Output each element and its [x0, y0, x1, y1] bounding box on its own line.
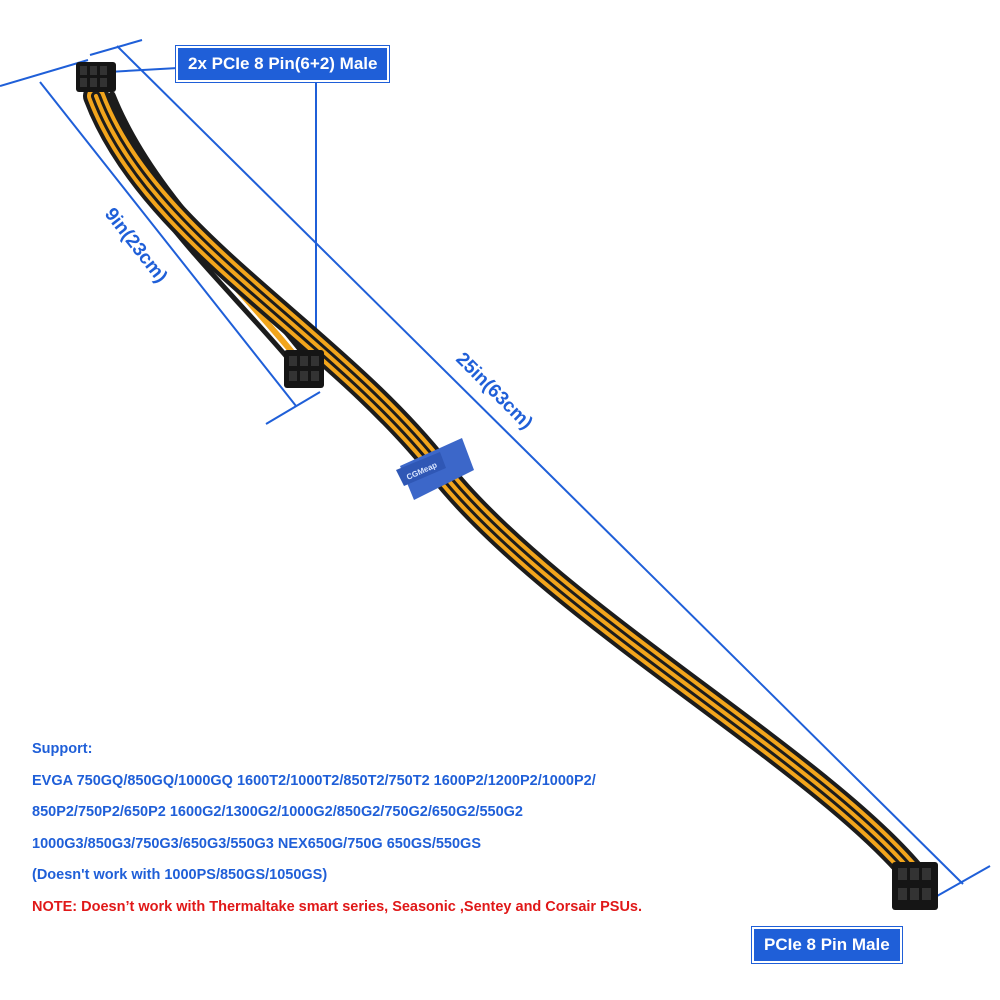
support-line: 1000G3/850G3/750G3/650G3/550G3 NEX650G/7…	[32, 835, 482, 852]
support-info: Support: EVGA 750GQ/850GQ/1000GQ 1600T2/…	[32, 734, 792, 923]
bottom-connector	[892, 862, 938, 910]
support-line: (Doesn't work with 1000PS/850GS/1050GS)	[32, 867, 328, 883]
bottom-connector-label: PCIe 8 Pin Male	[752, 927, 902, 963]
support-line: 850P2/750P2/650P2 1600G2/1300G2/1000G2/8…	[32, 804, 523, 820]
branch-connector	[284, 350, 324, 388]
cable-strap: CGMeap	[396, 438, 474, 500]
dimension-lines	[0, 39, 991, 901]
support-heading: Support:	[32, 741, 93, 757]
top-connector-label: 2x PCIe 8 Pin(6+2) Male	[176, 46, 390, 82]
top-connector	[76, 62, 116, 92]
support-line: EVGA 750GQ/850GQ/1000GQ 1600T2/1000T2/85…	[32, 772, 596, 789]
support-note: NOTE: Doesn’t work with Thermaltake smar…	[32, 898, 643, 915]
